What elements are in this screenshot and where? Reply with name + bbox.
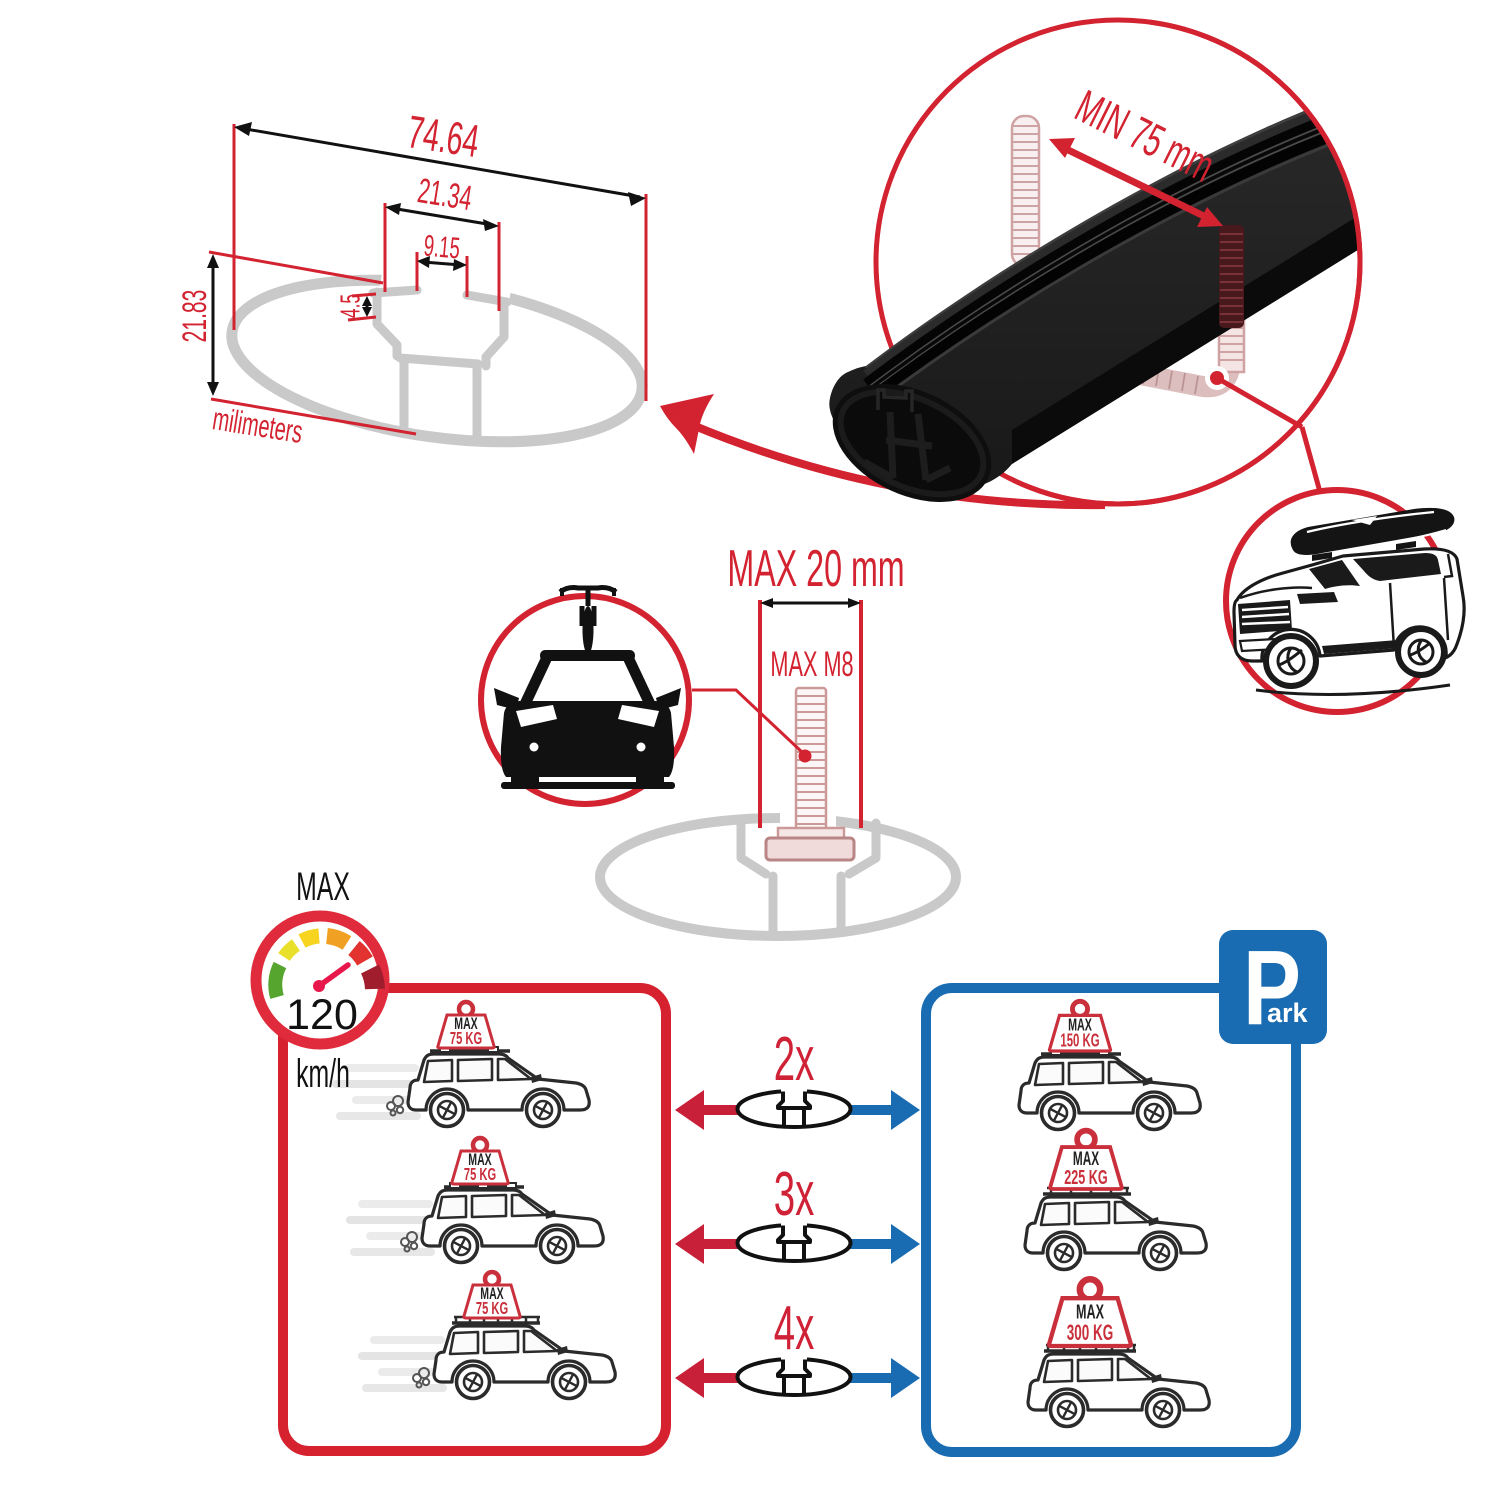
svg-text:MAX: MAX: [1068, 1016, 1092, 1035]
svg-text:P: P: [1243, 928, 1301, 1047]
svg-text:150 KG: 150 KG: [1060, 1031, 1099, 1051]
svg-text:75 KG: 75 KG: [476, 1298, 508, 1318]
svg-text:75 KG: 75 KG: [450, 1028, 482, 1048]
svg-text:MAX 20 mm: MAX 20 mm: [727, 540, 904, 598]
svg-text:225 KG: 225 KG: [1064, 1166, 1107, 1189]
svg-text:km/h: km/h: [296, 1052, 350, 1096]
svg-text:74.64: 74.64: [404, 106, 482, 168]
svg-text:MAX M8: MAX M8: [770, 646, 853, 684]
svg-text:21.34: 21.34: [415, 172, 475, 218]
svg-text:4.5: 4.5: [334, 294, 365, 318]
svg-text:MAX: MAX: [480, 1283, 504, 1302]
svg-text:3x: 3x: [774, 1159, 815, 1229]
svg-text:MAX: MAX: [296, 865, 350, 909]
svg-text:75 KG: 75 KG: [464, 1164, 496, 1184]
svg-text:21.83: 21.83: [175, 290, 213, 343]
svg-text:ark: ark: [1267, 998, 1309, 1028]
svg-text:MAX: MAX: [1073, 1149, 1100, 1169]
svg-text:120: 120: [286, 991, 358, 1039]
svg-text:MAX: MAX: [454, 1013, 478, 1032]
svg-text:4x: 4x: [774, 1293, 815, 1363]
svg-text:MAX: MAX: [1076, 1300, 1104, 1323]
svg-text:MAX: MAX: [468, 1149, 492, 1168]
svg-text:9.15: 9.15: [422, 229, 461, 266]
svg-text:2x: 2x: [774, 1024, 815, 1094]
svg-text:300 KG: 300 KG: [1067, 1321, 1113, 1345]
